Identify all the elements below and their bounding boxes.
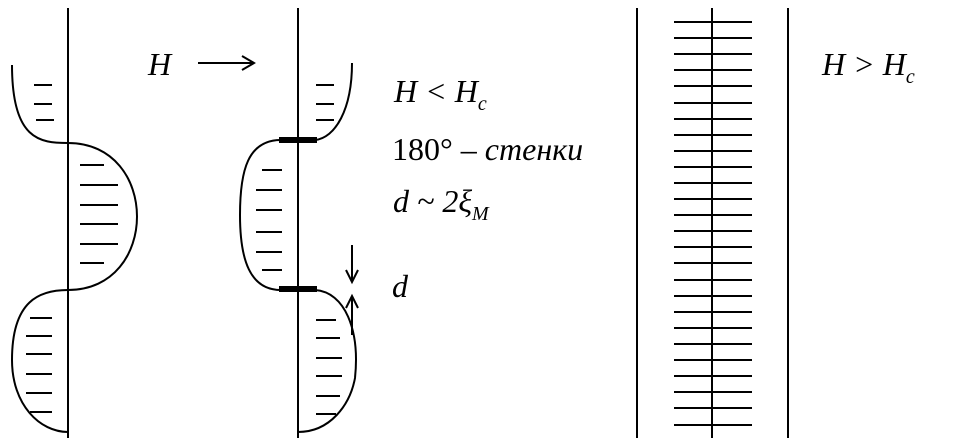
wall-arrow-down xyxy=(346,245,358,282)
panel-zero-field xyxy=(12,8,137,438)
field-arrow xyxy=(198,56,254,70)
wall-thickness-label: d xyxy=(392,268,409,304)
magnetization-profile-1 xyxy=(12,65,137,432)
wall-type-label: 180° – стенки xyxy=(392,131,583,167)
domain-wall-lower xyxy=(279,286,317,292)
field-arrow-label: H xyxy=(147,46,173,82)
hatching-1 xyxy=(26,85,118,412)
panel-strong-field xyxy=(637,8,788,438)
thickness-label: d ~ 2ξM xyxy=(393,183,490,225)
panel-weak-field: H d xyxy=(147,8,409,438)
domain-wall-upper xyxy=(279,137,317,143)
condition-high-label: H > Hc xyxy=(821,46,915,88)
condition-low-label: H < Hc xyxy=(393,73,487,115)
